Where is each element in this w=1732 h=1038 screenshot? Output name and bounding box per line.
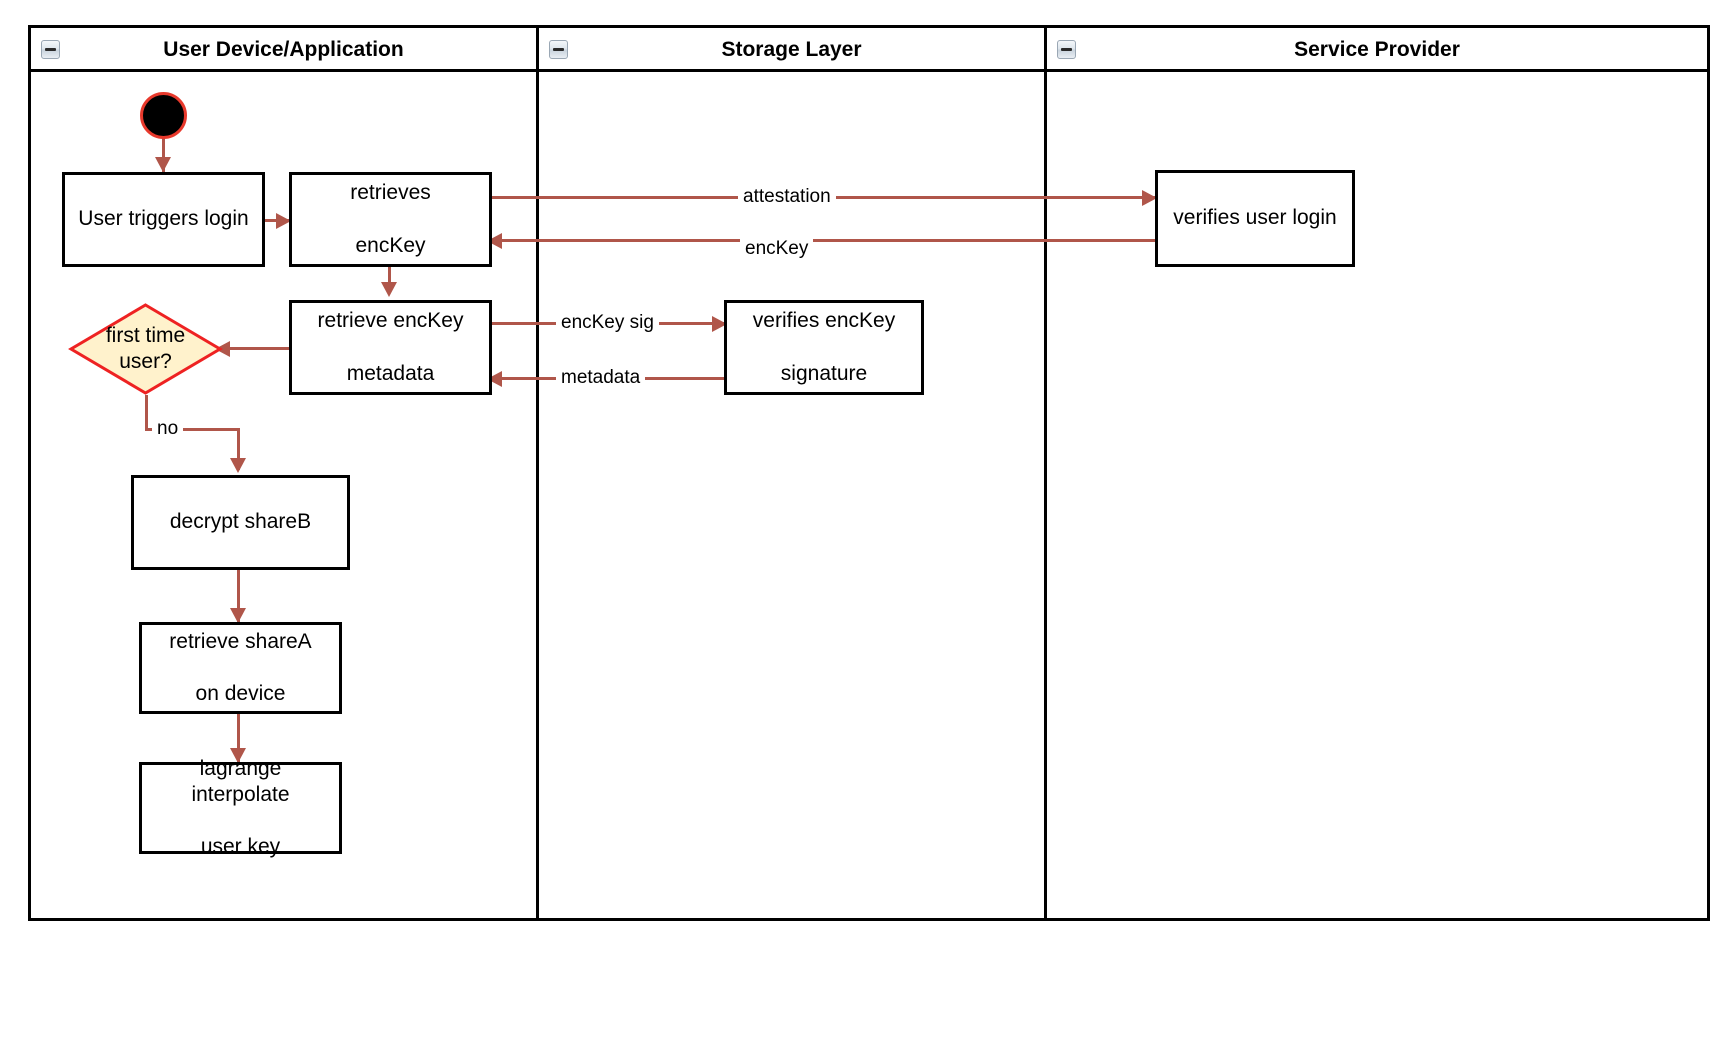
- node-label-line1: retrieve shareA: [169, 629, 312, 653]
- node-label-line1: retrieve encKey: [317, 309, 464, 333]
- edge-no-segment-v1: [145, 395, 148, 431]
- arrowhead-down: [230, 748, 246, 763]
- node-retrieve-enckey-metadata[interactable]: retrieve encKey metadata: [289, 300, 492, 395]
- node-label-line2: user key: [200, 835, 281, 859]
- node-label-line1: retrieves: [350, 181, 431, 205]
- arrowhead-down: [230, 608, 246, 623]
- edge-label-attestation: attestation: [738, 187, 836, 206]
- collapse-minus-icon[interactable]: [1057, 40, 1076, 59]
- node-lagrange-interpolate-user-key[interactable]: lagrange interpolate user key: [139, 757, 342, 858]
- edge-start-to-trigger-login: [162, 135, 165, 172]
- arrowhead-down: [155, 157, 171, 172]
- node-label-line2: on device: [195, 682, 286, 706]
- arrowhead-down: [230, 458, 246, 473]
- edge-no-segment-h: [145, 428, 240, 431]
- edge-label-enckey: encKey: [740, 239, 814, 258]
- node-label-line2: user?: [119, 350, 172, 373]
- arrowhead-right: [712, 316, 727, 332]
- node-label: decrypt shareB: [169, 510, 312, 534]
- node-user-triggers-login[interactable]: User triggers login: [62, 172, 265, 267]
- lane-header-user-device[interactable]: User Device/Application: [31, 28, 536, 72]
- node-verifies-enckey-signature[interactable]: verifies encKey signature: [724, 300, 924, 395]
- collapse-minus-icon[interactable]: [41, 40, 60, 59]
- edge-decrypt-to-retrieve-sharea: [237, 570, 240, 622]
- node-label-line2: encKey: [355, 233, 426, 257]
- edge-label-no: no: [152, 419, 184, 438]
- lane-header-storage-layer[interactable]: Storage Layer: [539, 28, 1044, 72]
- start-node[interactable]: [140, 92, 187, 139]
- node-label-line1: verifies encKey: [752, 309, 896, 333]
- lane-divider-1: [536, 28, 539, 918]
- decision-diamond-shape: [68, 303, 223, 395]
- node-label-line2: signature: [780, 361, 868, 385]
- node-verifies-user-login[interactable]: verifies user login: [1155, 170, 1355, 267]
- edge-metadata-to-decision: [230, 347, 290, 350]
- arrowhead-right: [1142, 190, 1157, 206]
- node-label: verifies user login: [1173, 206, 1337, 230]
- lane-title-storage-layer: Storage Layer: [721, 38, 862, 61]
- lane-header-service-provider[interactable]: Service Provider: [1047, 28, 1707, 72]
- lane-title-service-provider: Service Provider: [1294, 38, 1460, 61]
- node-label-line1: first time: [105, 324, 186, 348]
- node-retrieves-enckey[interactable]: retrieves encKey: [289, 172, 492, 267]
- node-decrypt-shareb[interactable]: decrypt shareB: [131, 475, 350, 570]
- node-first-time-user-decision[interactable]: first time user?: [68, 303, 223, 395]
- edge-retrieve-sharea-to-lagrange: [237, 713, 240, 762]
- node-label-line1: lagrange interpolate: [191, 756, 290, 806]
- edge-retrieves-enckey-to-metadata: [388, 266, 391, 288]
- node-retrieve-sharea-on-device[interactable]: retrieve shareA on device: [139, 622, 342, 714]
- edge-label-enckey-sig: encKey sig: [556, 313, 659, 332]
- lane-divider-2: [1044, 28, 1047, 918]
- edge-enckey: [490, 239, 1158, 242]
- arrowhead-down: [381, 282, 397, 297]
- edge-no-segment-v2: [237, 428, 240, 470]
- edge-label-metadata: metadata: [556, 368, 646, 387]
- collapse-minus-icon[interactable]: [549, 40, 568, 59]
- lane-title-user-device: User Device/Application: [163, 38, 404, 61]
- arrowhead-right: [276, 213, 291, 229]
- node-label: User triggers login: [78, 207, 249, 231]
- node-label-line2: metadata: [346, 361, 435, 385]
